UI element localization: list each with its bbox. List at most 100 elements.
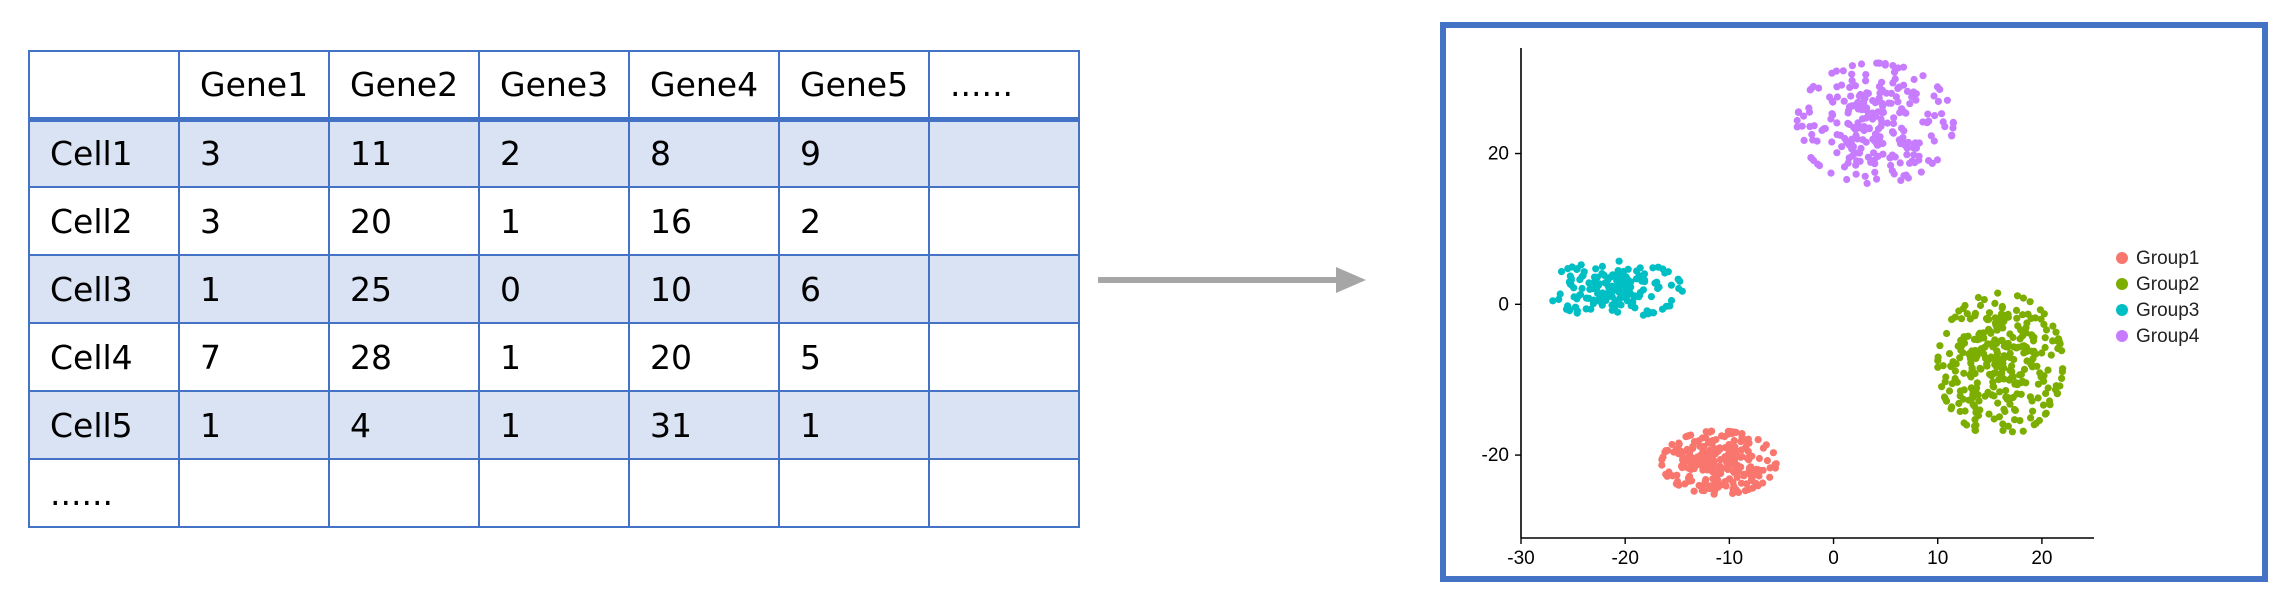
table-cell [478,458,630,528]
scatter-point-group3 [1636,264,1644,272]
scatter-point-group1 [1699,466,1707,474]
scatter-point-group4 [1868,113,1876,121]
scatter-point-group2 [2027,414,2035,422]
legend-label: Group3 [2136,300,2199,321]
scatter-point-group4 [1833,93,1841,101]
scatter-point-group3 [1604,276,1612,284]
scatter-point-group4 [1874,125,1883,133]
scatter-point-group2 [1972,421,1980,429]
scatter-point-group1 [1745,456,1753,464]
scatter-point-group1 [1754,436,1762,444]
scatter-point-group2 [2014,322,2022,330]
scatter-point-group1 [1726,460,1734,468]
scatter-point-group3 [1578,284,1586,293]
scatter-point-group3 [1585,279,1593,287]
scatter-point-group4 [1876,89,1884,97]
scatter-point-group4 [1874,108,1882,116]
scatter-point-group2 [1945,387,1954,395]
scatter-point-group4 [1883,119,1891,127]
scatter-point-group2 [1954,342,1962,350]
scatter-point-group1 [1674,450,1683,458]
scatter-point-group4 [1931,112,1939,120]
scatter-point-group4 [1862,71,1870,79]
scatter-point-group4 [1860,99,1868,107]
scatter-point-group1 [1748,472,1756,480]
legend-label: Group2 [2136,274,2199,295]
scatter-point-group4 [1891,153,1899,161]
scatter-point-group2 [1998,304,2006,312]
scatter-point-group2 [1957,315,1966,323]
legend-swatch [2116,304,2128,316]
scatter-point-group4 [1848,70,1856,78]
scatter-point-group4 [1852,170,1860,178]
table-cell: 5 [778,322,930,392]
scatter-point-group2 [1956,392,1964,400]
scatter-point-group2 [1985,309,1994,317]
scatter-point-group2 [2006,349,2014,358]
scatter-point-group2 [1934,363,1942,371]
scatter-point-group2 [2053,390,2061,398]
scatter-point-group4 [1806,123,1814,131]
legend-label: Group1 [2136,248,2199,269]
scatter-point-group1 [1737,479,1745,487]
scatter-point-group3 [1580,268,1588,276]
scatter-point-group4 [1847,92,1855,100]
scatter-point-group2 [2004,394,2012,402]
scatter-point-group4 [1887,89,1895,97]
scatter-point-group1 [1738,453,1746,461]
scatter-point-group3 [1654,263,1662,271]
scatter-point-group4 [1896,159,1904,167]
scatter-point-group2 [1989,354,1997,363]
scatter-point-group1 [1716,462,1724,470]
scatter-point-group1 [1755,472,1763,480]
scatter-point-group2 [1941,394,1949,402]
scatter-point-group4 [1912,96,1920,104]
scatter-point-group4 [1888,128,1897,136]
scatter-point-group3 [1576,276,1584,284]
scatter-point-group3 [1576,291,1584,299]
scatter-point-group2 [1964,332,1972,340]
scatter-point-group3 [1573,265,1581,273]
scatter-point-group2 [1942,373,1950,381]
scatter-point-group1 [1766,464,1774,472]
scatter-point-group1 [1769,449,1777,457]
scatter-point-group3 [1639,286,1647,294]
scatter-point-group4 [1911,159,1919,167]
scatter-point-group4 [1858,106,1866,114]
scatter-point-group4 [1877,115,1885,123]
table-cell: 11 [328,118,480,188]
scatter-point-group3 [1635,292,1644,300]
scatter-point-group4 [1900,81,1908,89]
scatter-point-group3 [1667,281,1675,289]
table-cell: 1 [478,322,630,392]
scatter-point-group2 [2040,320,2048,328]
scatter-point-group2 [1989,382,1997,390]
legend-swatch [2116,330,2128,342]
table-cell: 0 [478,254,630,324]
scatter-point-group3 [1585,294,1593,302]
scatter-point-group1 [1673,477,1682,485]
scatter-point-group2 [1934,353,1942,361]
scatter-point-group3 [1605,286,1613,294]
scatter-point-group4 [1879,108,1887,117]
scatter-point-group2 [1943,329,1951,338]
scatter-point-group4 [1805,108,1814,116]
scatter-point-group4 [1876,59,1884,67]
scatter-point-group3 [1598,301,1606,309]
scatter-point-group4 [1894,84,1902,92]
scatter-point-group4 [1878,99,1886,107]
table-cell [928,458,1080,528]
table-cell [778,458,930,528]
scatter-point-group4 [1836,131,1844,139]
scatter-point-group3 [1614,308,1622,316]
scatter-point-group4 [1903,151,1911,159]
table-cell: 7 [178,322,330,392]
scatter-point-group4 [1890,114,1898,122]
scatter-point-group2 [1955,399,1963,408]
scatter-point-group3 [1573,307,1581,315]
scatter-point-group4 [1881,61,1889,69]
scatter-point-group4 [1828,97,1836,105]
scatter-point-group2 [2019,311,2027,319]
